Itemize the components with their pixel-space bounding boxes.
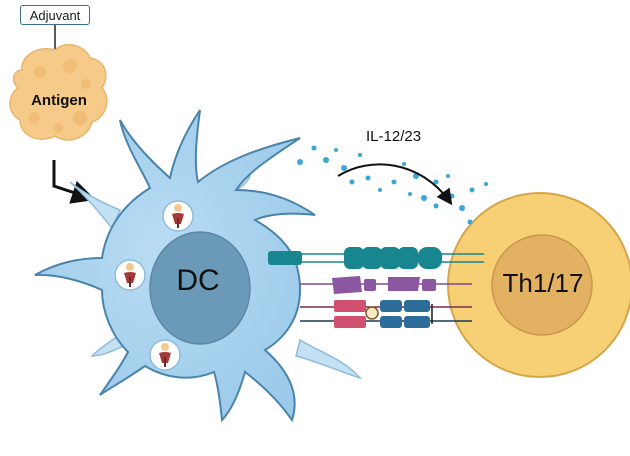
th-nucleus <box>491 234 593 336</box>
tlr-receptor-icon <box>124 263 136 287</box>
tlr-receptor-icon <box>159 343 171 367</box>
endosome-1 <box>162 200 194 232</box>
synapse-pair-purple <box>300 276 472 294</box>
antigen-label: Antigen <box>31 92 87 109</box>
dc-label: DC <box>176 264 220 297</box>
bent-arrow-icon <box>52 160 96 204</box>
adjuvant-label: Adjuvant <box>20 5 90 25</box>
th-label: Th1/17 <box>502 268 584 298</box>
dc-nucleus <box>149 231 251 345</box>
tlr-receptor-icon <box>172 204 184 228</box>
cytokine-label: IL-12/23 <box>366 128 422 145</box>
synapse-pair-mhc-tcr <box>300 300 472 328</box>
cytokine-dots <box>297 145 488 225</box>
antigen-texture <box>28 59 91 133</box>
endosome-2 <box>114 259 146 291</box>
endosome-3 <box>149 339 181 371</box>
curved-arrow-icon <box>337 163 453 206</box>
synapse-pair-teal <box>268 247 484 269</box>
